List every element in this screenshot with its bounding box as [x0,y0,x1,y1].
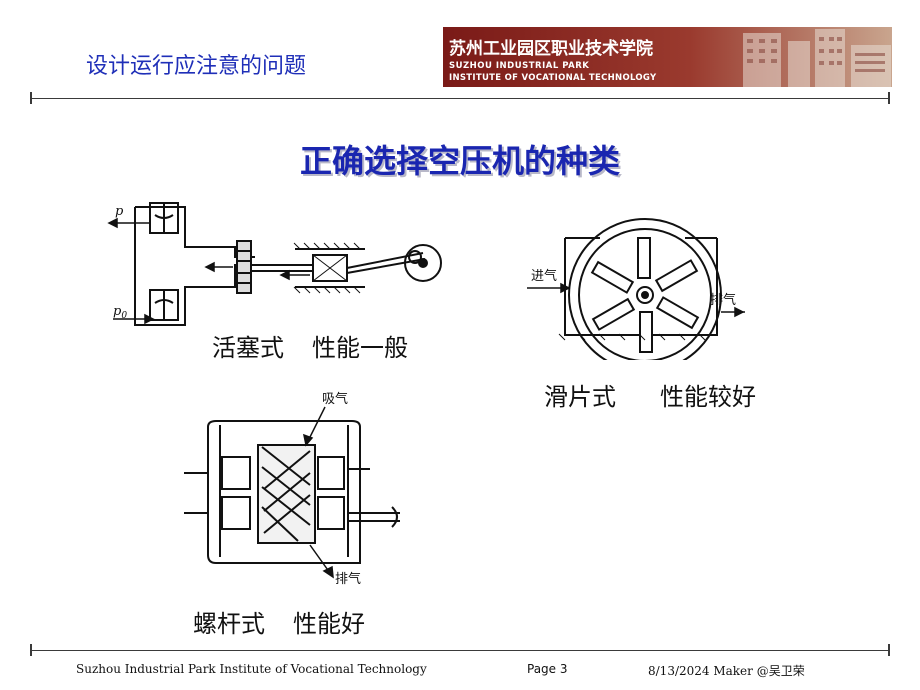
header-rule-tick-left [30,92,32,104]
piston-compressor-diagram: p p0 [107,202,442,326]
screw-label-in: 吸气 [322,391,348,407]
piston-label-p: p [115,204,124,219]
footer-date-maker: 8/13/2024 Maker @吴卫荣 [648,664,805,678]
school-name-en-2: INSTITUTE OF VOCATIONAL TECHNOLOGY [449,73,657,83]
section-title: 设计运行应注意的问题 [86,54,307,79]
screw-caption-type: 螺杆式 [193,610,265,638]
footer-page-number: Page 3 [527,662,568,676]
piston-label-p0: p0 [113,304,127,321]
school-name-cn: 苏州工业园区职业技术学院 [449,38,653,59]
school-banner-graphic: 苏州工业园区职业技术学院 SUZHOU INDUSTRIAL PARK INST… [443,27,892,87]
screw-label-out: 排气 [335,571,361,587]
footer-rule-tick-left [30,644,32,656]
header-rule [30,98,890,99]
piston-caption-perf: 性能一般 [312,334,408,362]
footer-rule-tick-right [888,644,890,656]
slide-title: 正确选择空压机的种类 [299,142,620,180]
vane-caption: 滑片式 性能较好 [544,377,756,412]
footer-institute: Suzhou Industrial Park Institute of Voca… [76,662,427,676]
vane-label-out: 排气 [710,292,736,308]
screw-caption: 螺杆式性能好 [193,604,365,639]
school-name-en-1: SUZHOU INDUSTRIAL PARK [449,61,589,71]
footer-rule [30,650,890,651]
vane-compressor-diagram: 进气 排气 [527,218,745,360]
screw-compressor-diagram: 吸气 排气 [184,391,400,587]
screw-caption-perf: 性能好 [293,610,365,638]
header-rule-tick-right [888,92,890,104]
vane-label-in: 进气 [531,268,557,284]
piston-caption: 活塞式性能一般 [212,328,408,363]
school-banner: 苏州工业园区职业技术学院 SUZHOU INDUSTRIAL PARK INST… [443,27,892,87]
vane-caption-type: 滑片式 [544,383,616,411]
piston-caption-type: 活塞式 [212,334,284,362]
vane-caption-perf: 性能较好 [660,383,756,411]
